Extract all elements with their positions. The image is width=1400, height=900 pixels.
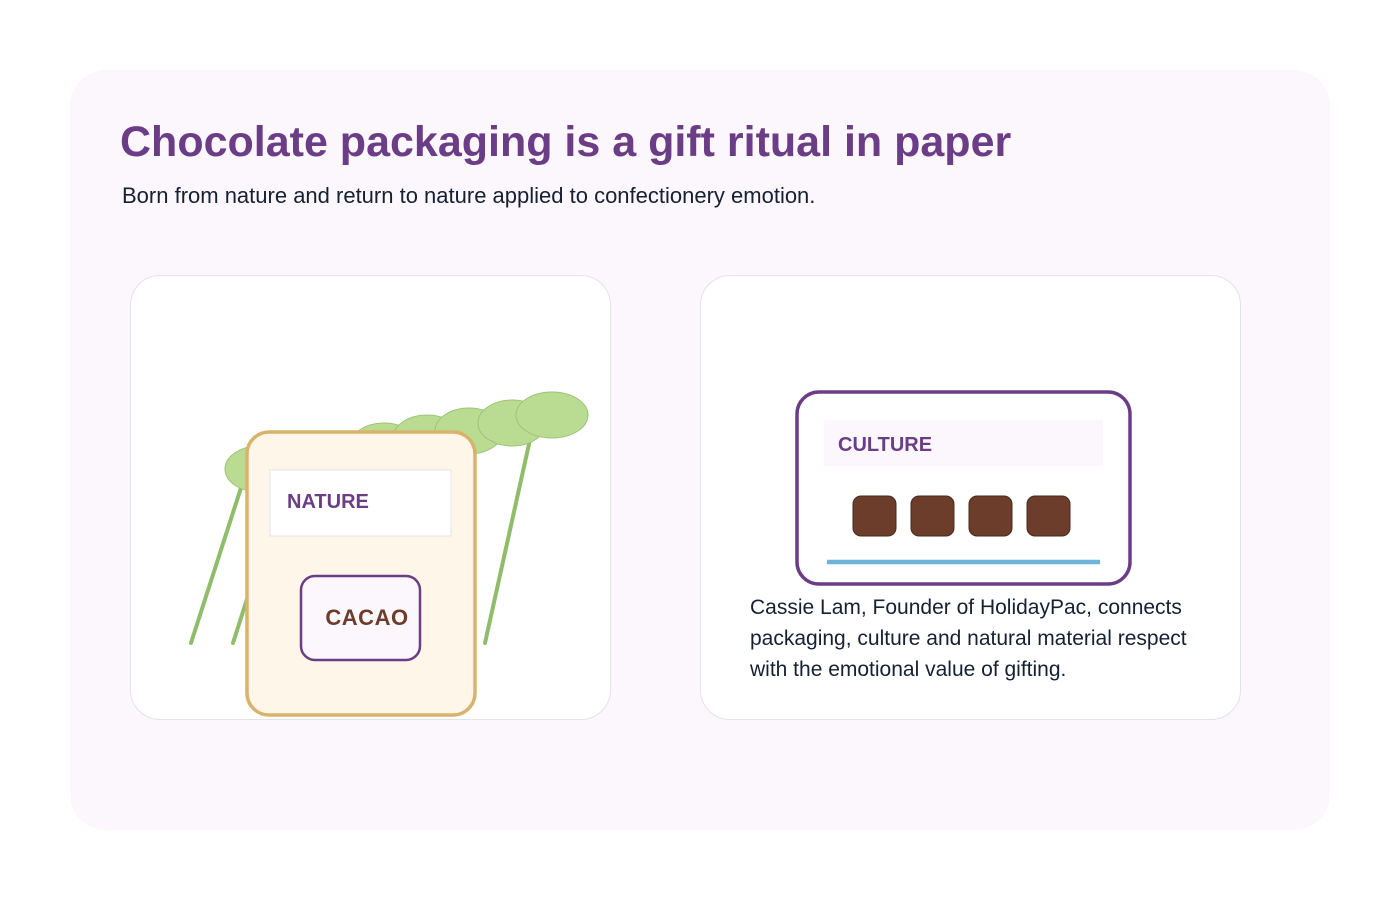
chocolate-piece-icon [910,495,955,537]
nature-label-panel [269,469,452,537]
stem-icon [189,464,250,645]
chocolate-row [852,495,1071,537]
nature-panel: NATURE CACAO [130,275,611,720]
nature-label: NATURE [287,491,369,513]
culture-label-panel [824,420,1103,466]
page-subtitle: Born from nature and return to nature ap… [122,183,816,208]
culture-illustration: CULTURE [795,390,1132,586]
stem-icon [483,424,535,645]
chocolate-piece-icon [852,495,897,537]
founder-quote: Cassie Lam, Founder of HolidayPac, conne… [750,596,1187,681]
chocolate-piece-icon [1026,495,1071,537]
cacao-label: CACAO [325,605,408,630]
culture-panel: CULTURE Cassie Lam, Founder of HolidayPa… [700,275,1241,720]
cacao-badge [299,574,422,662]
nature-illustration: NATURE CACAO [189,391,589,717]
page-title: Chocolate packaging is a gift ritual in … [120,118,1012,166]
leaf-icon [515,391,589,439]
culture-label: CULTURE [838,434,932,456]
chocolate-piece-icon [968,495,1013,537]
